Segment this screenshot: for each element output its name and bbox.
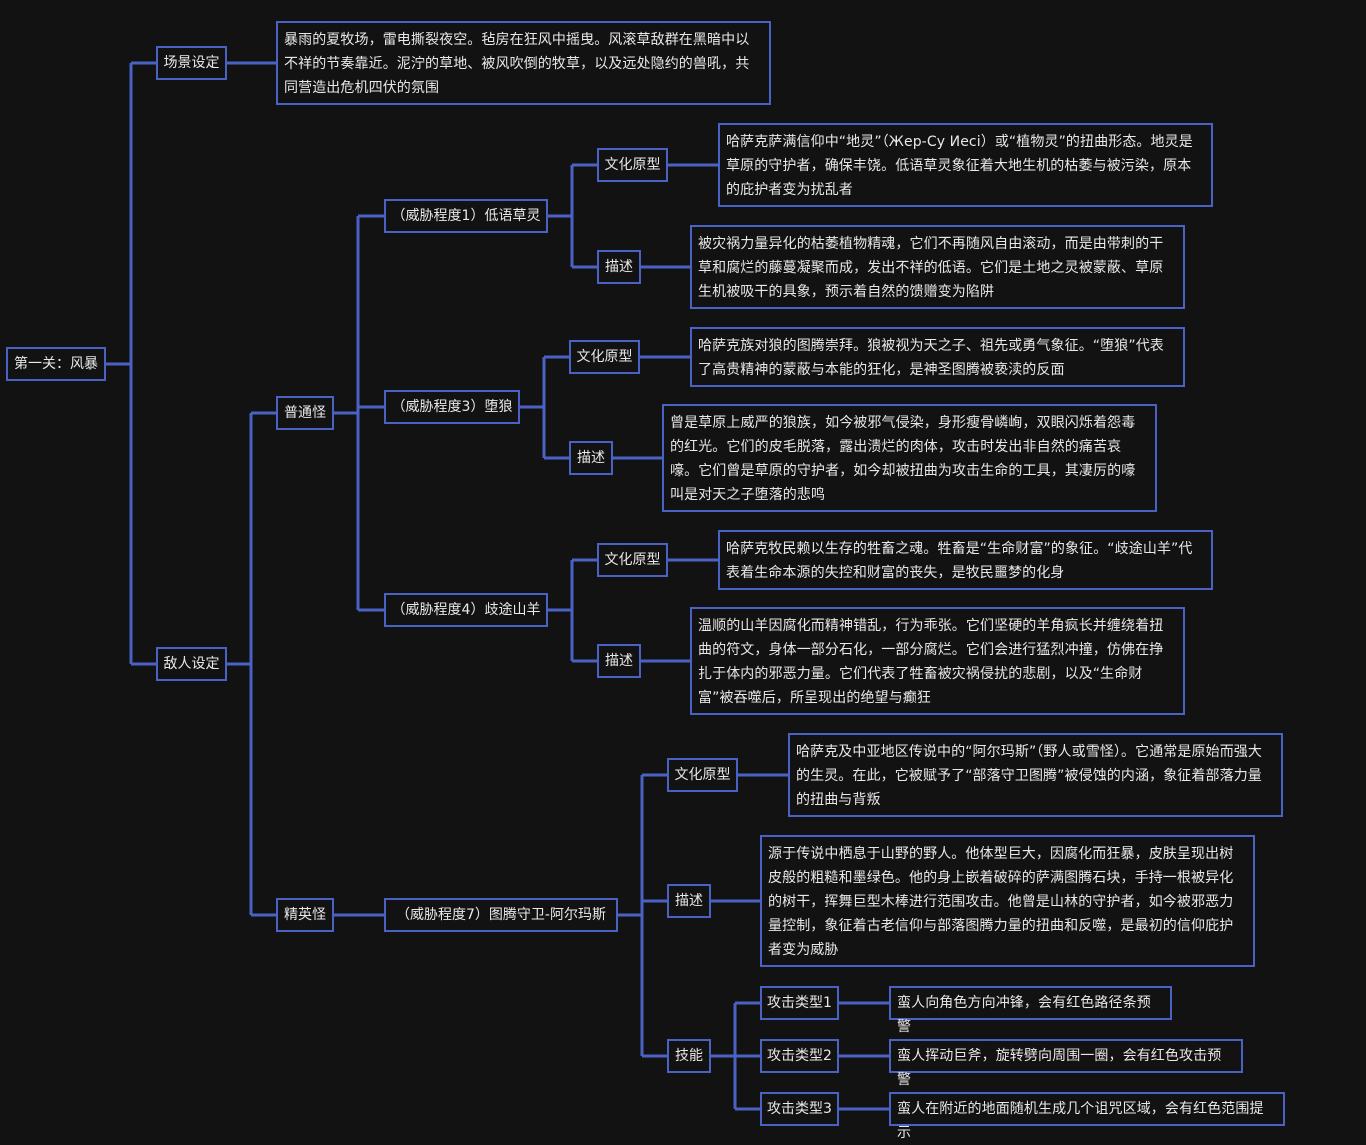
scene-setting-topic[interactable]: 场景设定 [156,46,227,80]
grass-desc-topic[interactable]: 描述 [597,250,641,284]
fallen-wolf-topic[interactable]: （威胁程度3）堕狼 [384,390,520,424]
enemy-setting-topic[interactable]: 敌人设定 [156,647,227,681]
stray-goat-topic[interactable]: （威胁程度4）歧途山羊 [384,593,548,627]
elite-enemy-topic[interactable]: 精英怪 [276,898,334,932]
connector-root [106,61,156,666]
goat-desc-text[interactable]: 温顺的山羊因腐化而精神错乱，行为乖张。它们坚硬的羊角疯长并缠绕着扭曲的符文，身体… [690,607,1185,715]
attack-type-3-desc[interactable]: 蛮人在附近的地面随机生成几个诅咒区域，会有红色范围提示 [889,1092,1285,1141]
connector-grass [548,163,597,269]
goat-culture-topic[interactable]: 文化原型 [597,543,668,577]
guardian-desc-topic[interactable]: 描述 [667,884,711,918]
scene-description[interactable]: 暴雨的夏牧场，雷电撕裂夜空。毡房在狂风中摇曳。风滚草敌群在黑暗中以不祥的节奏靠近… [276,21,771,105]
grass-spirit-topic[interactable]: （威胁程度1）低语草灵 [384,199,548,233]
wolf-culture-topic[interactable]: 文化原型 [569,340,640,374]
wolf-culture-text[interactable]: 哈萨克族对狼的图腾崇拜。狼被视为天之子、祖先或勇气象征。“堕狼”代表了高贵精神的… [690,327,1185,387]
attack-type-3-topic[interactable]: 攻击类型3 [760,1092,839,1126]
connector-normal [334,214,384,612]
connector-enemy [227,411,276,917]
grass-desc-text[interactable]: 被灾祸力量异化的枯萎植物精魂，它们不再随风自由滚动，而是由带刺的干草和腐烂的藤蔓… [690,225,1185,309]
attack-type-1-topic[interactable]: 攻击类型1 [760,986,839,1020]
attack-type-2-topic[interactable]: 攻击类型2 [760,1039,839,1073]
connector-wolf [520,355,569,460]
connector-guardian [618,773,667,1058]
wolf-desc-topic[interactable]: 描述 [569,441,613,475]
grass-culture-text[interactable]: 哈萨克萨满信仰中“地灵”（Жер-Су Иесі）或“植物灵”的扭曲形态。地灵是… [718,123,1213,207]
connector-skills [711,1001,760,1111]
root-topic[interactable]: 第一关：风暴 [6,347,106,381]
goat-desc-topic[interactable]: 描述 [597,644,641,678]
guardian-skills-topic[interactable]: 技能 [667,1039,711,1073]
connector-goat [548,558,597,663]
goat-culture-text[interactable]: 哈萨克牧民赖以生存的牲畜之魂。牲畜是“生命财富”的象征。“歧途山羊”代表着生命本… [718,530,1213,590]
wolf-desc-text[interactable]: 曾是草原上威严的狼族，如今被邪气侵染，身形瘦骨嶙峋，双眼闪烁着怨毒的红光。它们的… [662,404,1157,512]
totem-guardian-topic[interactable]: （威胁程度7）图腾守卫-阿尔玛斯 [384,898,618,932]
attack-type-2-desc[interactable]: 蛮人挥动巨斧，旋转劈向周围一圈，会有红色攻击预警 [889,1039,1243,1088]
normal-enemy-topic[interactable]: 普通怪 [276,396,334,430]
guardian-culture-text[interactable]: 哈萨克及中亚地区传说中的“阿尔玛斯”（野人或雪怪）。它通常是原始而强大的生灵。在… [788,733,1283,817]
attack-type-1-desc[interactable]: 蛮人向角色方向冲锋，会有红色路径条预警 [889,986,1172,1035]
grass-culture-topic[interactable]: 文化原型 [597,148,668,182]
guardian-desc-text[interactable]: 源于传说中栖息于山野的野人。他体型巨大，因腐化而狂暴，皮肤呈现出树皮般的粗糙和墨… [760,835,1255,967]
guardian-culture-topic[interactable]: 文化原型 [667,758,738,792]
